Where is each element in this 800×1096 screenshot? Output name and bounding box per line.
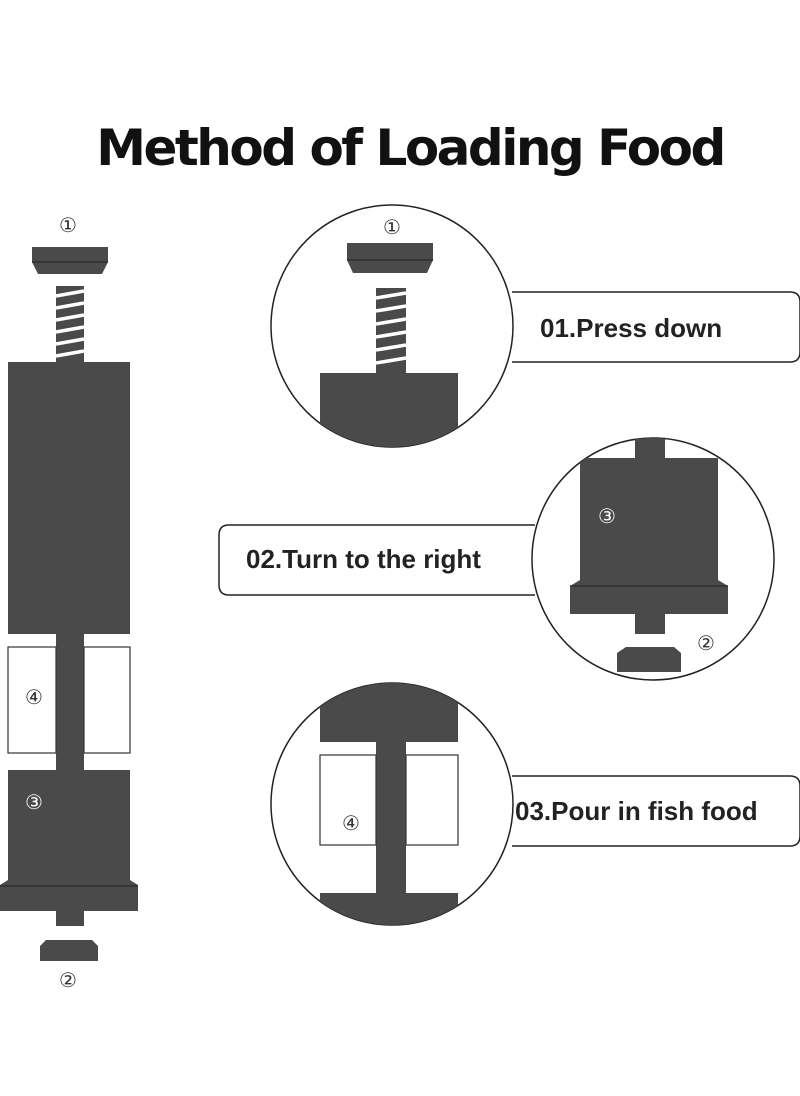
step-3-detail bbox=[319, 683, 459, 925]
marker-1: ① bbox=[59, 213, 77, 237]
marker-2: ② bbox=[59, 968, 77, 992]
step-2-detail bbox=[570, 438, 728, 672]
food-chamber-left bbox=[7, 646, 57, 754]
lower-block bbox=[8, 770, 130, 880]
spring bbox=[55, 286, 85, 362]
feeder-body bbox=[8, 362, 130, 634]
step-3-callout: 03.Pour in fish food ④ bbox=[270, 682, 800, 926]
step-1-detail bbox=[320, 243, 458, 447]
feeder-assembly: ① ④ ③ bbox=[0, 213, 138, 992]
step-2-marker-2: ② bbox=[697, 631, 715, 655]
feeder-base bbox=[0, 880, 138, 911]
step-2-callout: 02.Turn to the right ③ ② bbox=[218, 437, 775, 681]
step-2-label: 02.Turn to the right bbox=[246, 544, 481, 574]
step-3-label-box bbox=[512, 775, 800, 847]
top-cap bbox=[32, 247, 108, 274]
step-1-callout: 01.Press down ① bbox=[270, 204, 800, 448]
food-chamber-right bbox=[83, 646, 131, 754]
bottom-cap bbox=[40, 940, 98, 961]
step-2-marker-3: ③ bbox=[598, 504, 616, 528]
marker-4: ④ bbox=[25, 685, 43, 709]
step-2-label-box bbox=[218, 524, 535, 596]
step-1-label: 01.Press down bbox=[540, 313, 722, 343]
step-3-label: 03.Pour in fish food bbox=[515, 796, 758, 826]
step-1-marker-1: ① bbox=[383, 215, 401, 239]
step-3-marker-4: ④ bbox=[342, 811, 360, 835]
step-1-label-box bbox=[512, 291, 800, 363]
marker-3: ③ bbox=[25, 790, 43, 814]
page-title: Method of Loading Food bbox=[96, 119, 724, 177]
